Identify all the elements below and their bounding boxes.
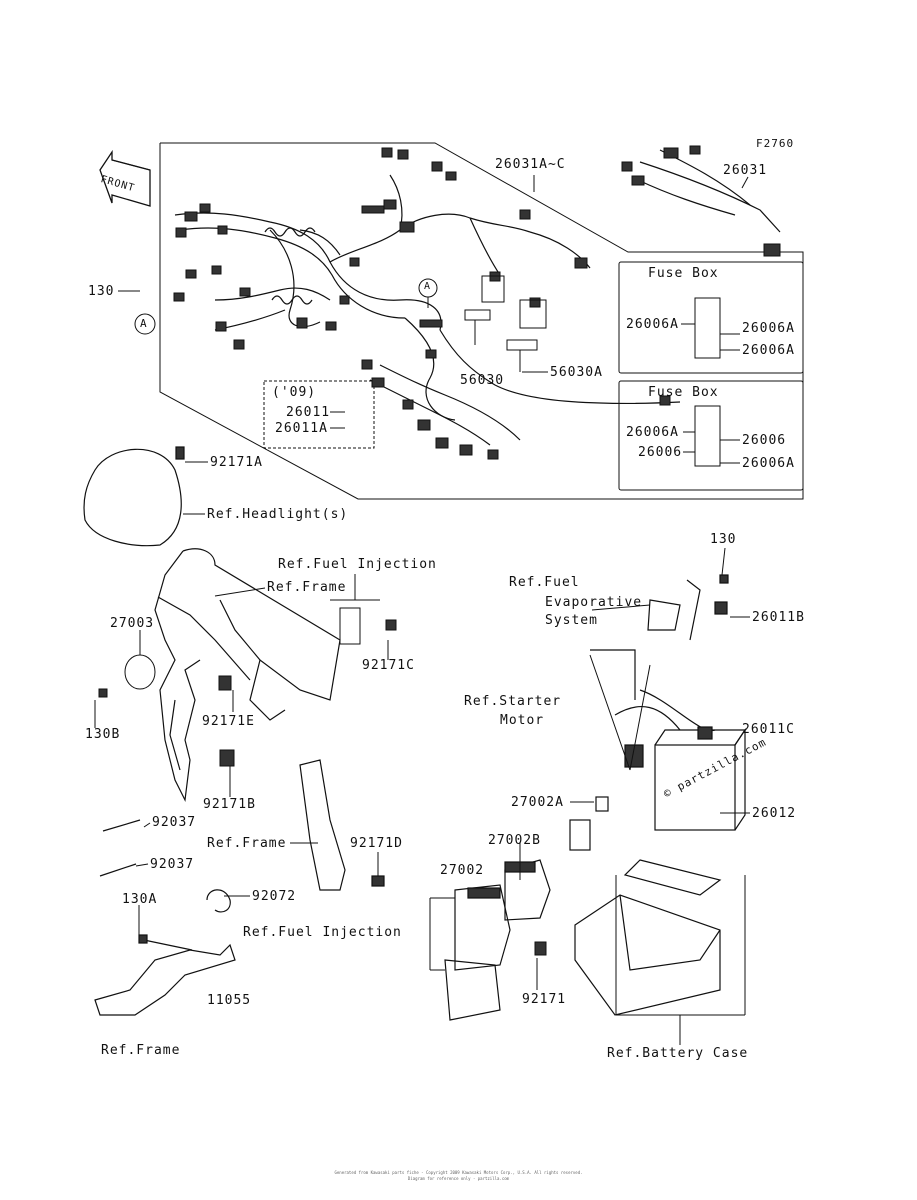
part-130-top: 130 xyxy=(88,284,115,299)
part-92171B: 92171B xyxy=(203,797,256,812)
part-26031A-C: 26031A~C xyxy=(495,157,566,172)
frame xyxy=(154,548,341,803)
ref-frame-bottom: Ref.Frame xyxy=(101,1043,181,1058)
fuse-box-2-left-bottom: 26006 xyxy=(638,445,683,460)
part-92072: 92072 xyxy=(252,889,297,904)
front-arrow-icon xyxy=(99,149,151,207)
ref-frame-top: Ref.Frame xyxy=(267,580,347,595)
ref-battery-case: Ref.Battery Case xyxy=(607,1046,749,1061)
part-92171A: 92171A xyxy=(210,455,263,470)
footer-line-2: Diagram for reference only - partzilla.c… xyxy=(407,1176,510,1181)
view-marker-a-harness: A xyxy=(424,281,432,292)
figure-code: F2760 xyxy=(756,137,795,150)
fuse-box-2-left-top: 26006A xyxy=(626,425,679,440)
ref-fuel-evap-1: Ref.Fuel xyxy=(509,575,580,590)
fuse-box-1-left: 26006A xyxy=(626,317,679,332)
part-26011B: 26011B xyxy=(752,610,805,625)
part-92037-a: 92037 xyxy=(152,815,197,830)
part-56030A: 56030A xyxy=(550,365,603,380)
part-26011C: 26011C xyxy=(742,722,795,737)
part-26011: 26011 xyxy=(286,405,331,420)
part-92037-b: 92037 xyxy=(150,857,195,872)
footer-line-1: Generated from Kawasaki parts fiche - Co… xyxy=(334,1170,583,1175)
ref-starter-1: Ref.Starter xyxy=(464,694,562,709)
fuse-box-2-right-top: 26006 xyxy=(742,433,787,448)
fuse-box-1-right-top: 26006A xyxy=(742,321,795,336)
part-27003: 27003 xyxy=(110,616,155,631)
part-130B: 130B xyxy=(85,727,121,742)
part-92171C: 92171C xyxy=(362,658,415,673)
part-26031: 26031 xyxy=(723,163,768,178)
ref-fuel-evap-2: Evaporative xyxy=(545,595,643,610)
part-130-right: 130 xyxy=(710,532,737,547)
fuse-box-1-title: Fuse Box xyxy=(648,266,719,281)
ref-frame-mid: Ref.Frame xyxy=(207,836,287,851)
part-56030: 56030 xyxy=(460,373,505,388)
view-marker-a-left: A xyxy=(140,317,148,330)
part-130A: 130A xyxy=(122,892,158,907)
fuse-box-1-right-bottom: 26006A xyxy=(742,343,795,358)
ref-fuel-injection-top: Ref.Fuel Injection xyxy=(278,557,437,572)
year-label: ('09) xyxy=(272,385,317,400)
ref-starter-2: Motor xyxy=(500,713,545,728)
part-27002A: 27002A xyxy=(511,795,564,810)
part-27002: 27002 xyxy=(440,863,485,878)
ref-fuel-evap-3: System xyxy=(545,613,598,628)
ref-fuel-injection-bottom: Ref.Fuel Injection xyxy=(243,925,402,940)
fuse-box-2-title: Fuse Box xyxy=(648,385,719,400)
part-26012: 26012 xyxy=(752,806,797,821)
part-92171: 92171 xyxy=(522,992,567,1007)
part-27002B: 27002B xyxy=(488,833,541,848)
part-92171E: 92171E xyxy=(202,714,255,729)
part-92171D: 92171D xyxy=(350,836,403,851)
ref-headlight: Ref.Headlight(s) xyxy=(207,507,349,522)
headlight-shell xyxy=(83,446,185,547)
part-11055: 11055 xyxy=(207,993,252,1008)
fuse-box-2-right-bottom: 26006A xyxy=(742,456,795,471)
part-26011A: 26011A xyxy=(275,421,328,436)
